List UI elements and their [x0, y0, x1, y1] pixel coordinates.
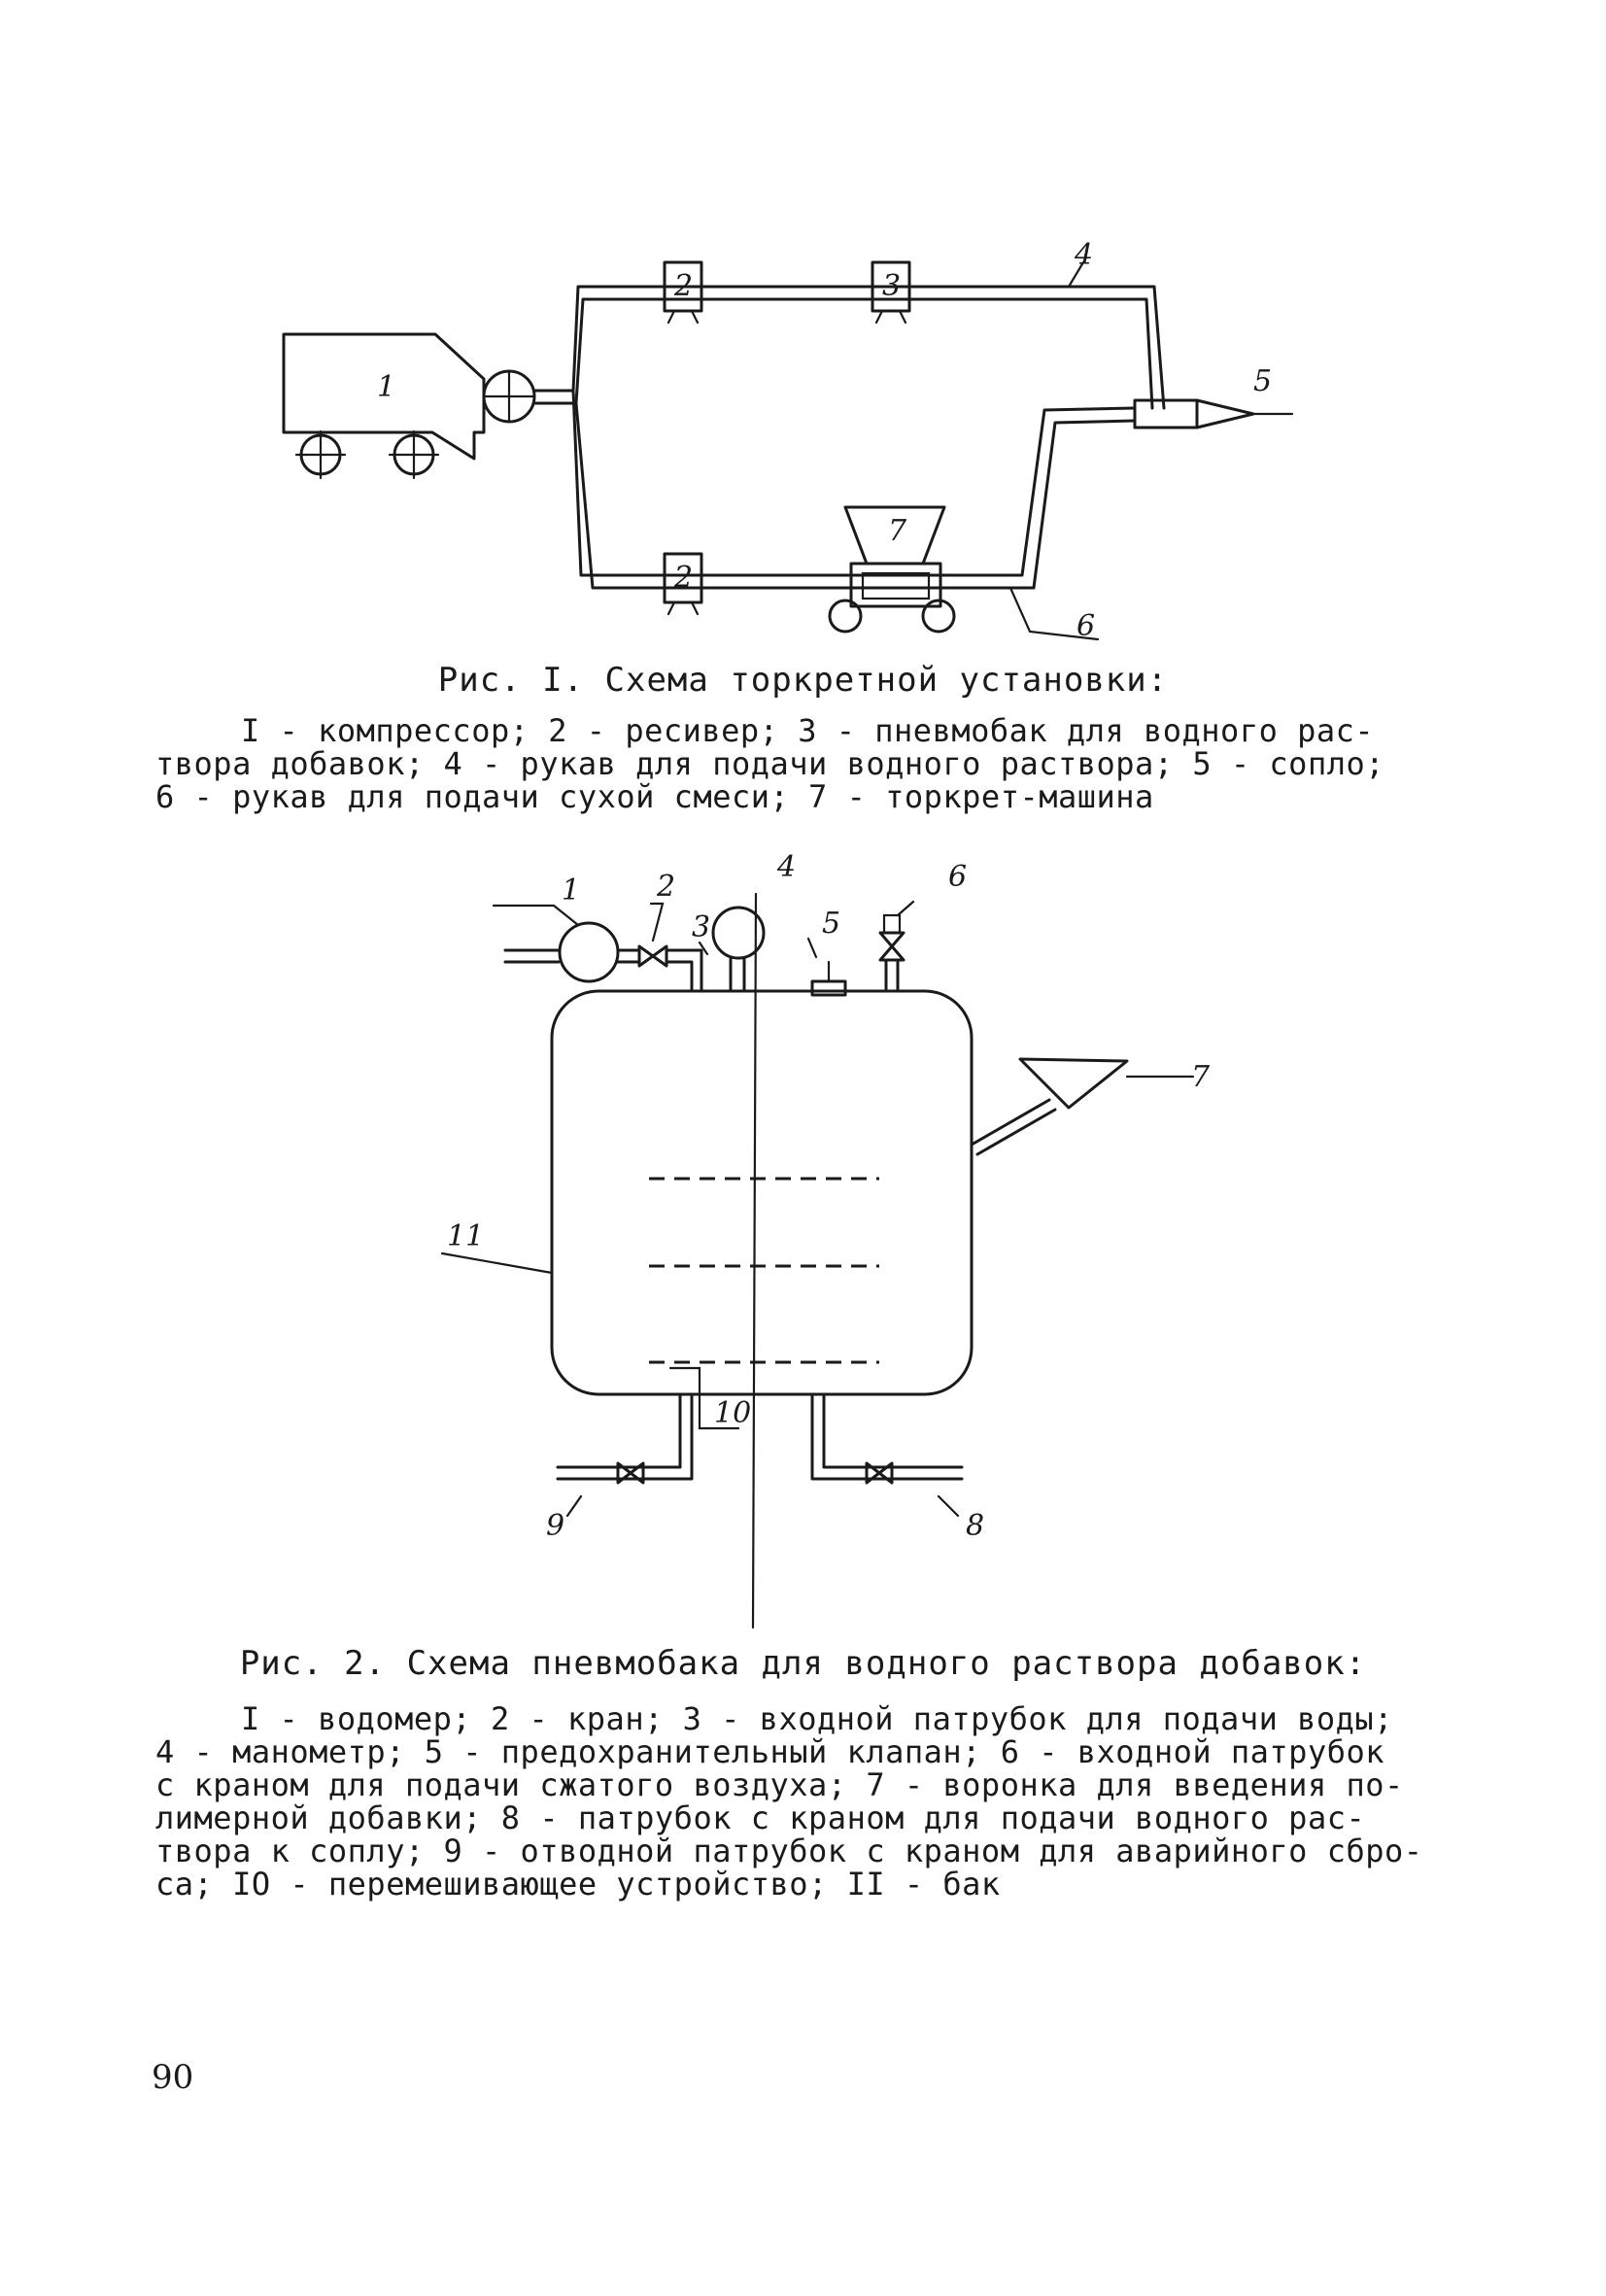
receiver-top: [663, 260, 703, 313]
label-compressor: 1: [377, 370, 395, 404]
figure-2-diagram: 1 2 3 4 5 6 7 8 9 10 11: [440, 850, 1211, 1629]
label-receiver-bottom: 2: [673, 561, 693, 595]
funnel: [1018, 1057, 1129, 1110]
manometer: [711, 906, 766, 960]
legend-line: са; IO - перемешивающее устройство; II -…: [155, 1866, 1001, 1902]
label-mixer: 10: [714, 1396, 751, 1430]
nozzle-cone: [1195, 398, 1255, 429]
figure-1-legend: I - компрессор; 2 - ресивер; 3 - пневмоб…: [155, 714, 1477, 813]
page-number: 90: [152, 2058, 194, 2097]
legend-line: I - компрессор; 2 - ресивер; 3 - пневмоб…: [241, 712, 1375, 749]
label-air-inlet: 6: [948, 860, 967, 894]
air-valve: [878, 931, 906, 962]
mixer-paddles: [649, 1177, 879, 1430]
legend-line: 4 - манометр; 5 - предохранительный клап…: [155, 1733, 1384, 1770]
safety-valve: [810, 979, 847, 997]
label-machine: 7: [888, 514, 907, 548]
label-hose-dry: 6: [1076, 609, 1095, 643]
label-receiver-top: 2: [673, 269, 693, 303]
figure-1-diagram: 1 2 3 4 5 6 7 2: [282, 238, 1294, 643]
receiver-bottom: [663, 552, 703, 604]
label-safety-valve: 5: [822, 907, 840, 941]
legend-line: I - водомер; 2 - кран; 3 - входной патру…: [241, 1700, 1393, 1737]
compressor-body: [282, 332, 486, 461]
figure-1-caption-title: Рис. I. Схема торкретной установки:: [437, 661, 1169, 700]
label-tank: 3: [882, 269, 901, 303]
legend-line: с краном для подачи сжатого воздуха; 7 -…: [155, 1766, 1404, 1803]
water-meter: [558, 921, 620, 983]
shotcrete-machine: [849, 562, 942, 608]
label-hose-water: 4: [1074, 238, 1093, 272]
figure-2-legend: I - водомер; 2 - кран; 3 - входной патру…: [155, 1702, 1477, 1901]
nozzle-body: [1133, 398, 1199, 429]
label-manometer: 4: [776, 850, 796, 884]
legend-line: 6 - рукав для подачи сухой смеси; 7 - то…: [155, 778, 1154, 815]
figure-2-caption-title: Рис. 2. Схема пневмобака для водного рас…: [239, 1644, 1367, 1683]
label-tank: 11: [447, 1219, 484, 1253]
label-water-meter: 1: [562, 874, 580, 908]
pneumatic-tank: [871, 260, 911, 313]
label-nozzle: 5: [1253, 364, 1272, 398]
compressor-wheels: [294, 429, 440, 480]
tank-axis: [751, 892, 758, 1629]
outlet-valve: [865, 1461, 894, 1485]
label-valve: 2: [656, 870, 675, 904]
drain-valve: [616, 1461, 645, 1485]
legend-line: твора к соплу; 9 - отводной патрубок с к…: [155, 1833, 1423, 1869]
legend-line: твора добавок; 4 - рукав для подачи водн…: [155, 745, 1384, 782]
inlet-valve: [637, 944, 668, 968]
tank-body: [550, 989, 974, 1396]
legend-line: лимерной добавки; 8 - патрубок с краном …: [155, 1799, 1366, 1836]
label-drain: 9: [546, 1509, 564, 1543]
label-inlet: 3: [692, 910, 710, 944]
label-outlet-nozzle: 8: [966, 1509, 984, 1543]
hose-lines: [532, 285, 1166, 590]
label-funnel: 7: [1191, 1060, 1211, 1094]
